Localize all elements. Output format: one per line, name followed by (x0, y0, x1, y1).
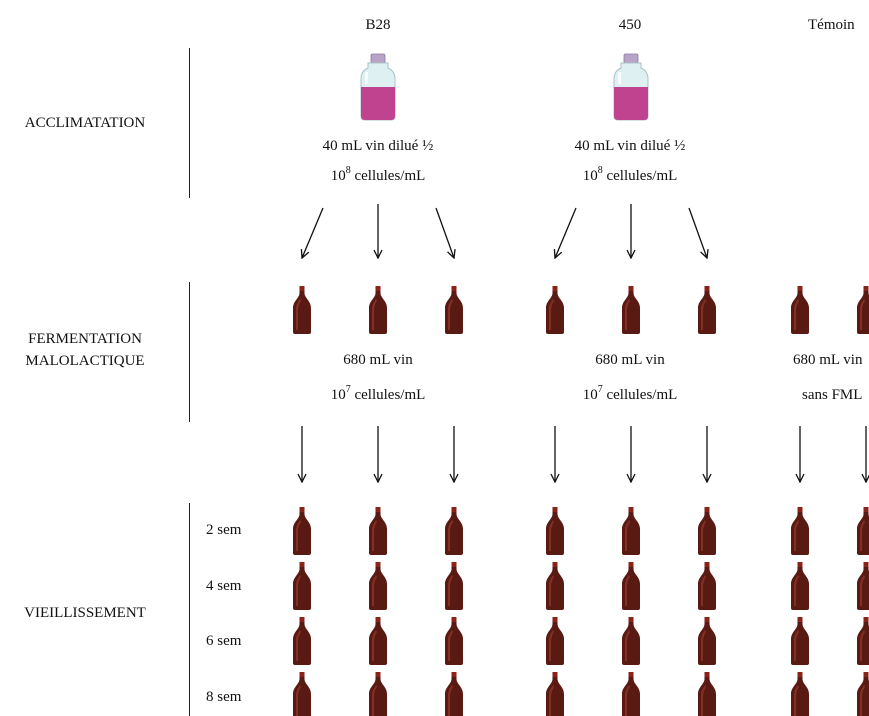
culture-flask-icon (360, 53, 396, 121)
wine-bottle-icon (445, 507, 463, 555)
wine-bottle-icon (293, 617, 311, 665)
wine-bottle-icon (857, 672, 869, 716)
fermentation-separator (189, 282, 190, 422)
conc-base: 10 (330, 168, 346, 184)
phase-label-fermentation-line2: MALOLACTIQUE (25, 353, 145, 369)
week-label-8: 8 sem (206, 689, 242, 705)
culture-flask-icon (613, 53, 649, 121)
flask-group (360, 53, 649, 121)
conc-unit: cellules/mL (350, 387, 426, 403)
acclimatation-separator (189, 48, 190, 198)
conc-exponent: 7 (345, 384, 351, 395)
arrow-icon (688, 207, 707, 258)
arrow-group (302, 204, 866, 482)
wine-bottle-icon (546, 672, 564, 716)
wine-bottle-icon (791, 286, 809, 334)
wine-bottle-icon (369, 286, 387, 334)
wine-bottle-icon (791, 507, 809, 555)
phase-label-fermentation-line1: FERMENTATION (28, 331, 142, 347)
wine-bottle-icon (369, 507, 387, 555)
wine-bottle-icon (445, 617, 463, 665)
wine-bottle-icon (293, 562, 311, 610)
bottle-group (293, 286, 869, 716)
wine-bottle-icon (445, 672, 463, 716)
column-header-temoin: Témoin (808, 17, 855, 33)
wine-bottle-icon (698, 562, 716, 610)
wine-bottle-icon (546, 286, 564, 334)
arrow-icon (435, 207, 454, 258)
wine-bottle-icon (698, 507, 716, 555)
conc-unit: cellules/mL (602, 387, 678, 403)
acclimatation-concentration-b28: 108 cellules/mL (330, 165, 426, 185)
conc-unit: cellules/mL (350, 168, 426, 184)
arrow-icon (302, 207, 324, 258)
wine-bottle-icon (546, 562, 564, 610)
fermentation-volume-temoin: 680 mL vin (793, 352, 863, 368)
wine-bottle-icon (791, 672, 809, 716)
wine-bottle-icon (791, 617, 809, 665)
conc-exponent: 8 (345, 165, 351, 176)
wine-bottle-icon (293, 507, 311, 555)
fermentation-volume-b28: 680 mL vin (343, 352, 413, 368)
wine-bottle-icon (622, 617, 640, 665)
fermentation-volume-450: 680 mL vin (595, 352, 665, 368)
wine-bottle-icon (622, 507, 640, 555)
conc-exponent: 8 (597, 165, 603, 176)
fermentation-note-temoin: sans FML (802, 387, 863, 403)
wine-bottle-icon (857, 286, 869, 334)
acclimatation-volume-450: 40 mL vin dilué ½ (574, 138, 686, 154)
vieillissement-separator (189, 503, 190, 716)
wine-bottle-icon (369, 672, 387, 716)
column-header-b28: B28 (365, 17, 391, 33)
wine-bottle-icon (293, 286, 311, 334)
fermentation-concentration-450: 107 cellules/mL (582, 384, 678, 404)
fermentation-concentration-b28: 107 cellules/mL (330, 384, 426, 404)
conc-exponent: 7 (597, 384, 603, 395)
phase-label-acclimatation: ACCLIMATATION (24, 115, 146, 131)
wine-bottle-icon (546, 507, 564, 555)
wine-bottle-icon (698, 286, 716, 334)
wine-bottle-icon (791, 562, 809, 610)
wine-bottle-icon (622, 672, 640, 716)
wine-bottle-icon (546, 617, 564, 665)
wine-bottle-icon (857, 507, 869, 555)
column-header-450: 450 (618, 17, 642, 33)
wine-bottle-icon (622, 562, 640, 610)
wine-bottle-icon (857, 617, 869, 665)
wine-bottle-icon (369, 562, 387, 610)
conc-base: 10 (330, 387, 346, 403)
conc-base: 10 (582, 168, 598, 184)
wine-bottle-icon (369, 617, 387, 665)
wine-bottle-icon (698, 672, 716, 716)
acclimatation-volume-b28: 40 mL vin dilué ½ (322, 138, 434, 154)
week-label-4: 4 sem (206, 578, 242, 594)
week-label-6: 6 sem (206, 633, 242, 649)
conc-base: 10 (582, 387, 598, 403)
phase-label-vieillissement: VIEILLISSEMENT (24, 605, 146, 621)
wine-bottle-icon (293, 672, 311, 716)
arrow-icon (555, 207, 577, 258)
conc-unit: cellules/mL (602, 168, 678, 184)
wine-bottle-icon (445, 286, 463, 334)
wine-bottle-icon (698, 617, 716, 665)
wine-bottle-icon (445, 562, 463, 610)
acclimatation-concentration-450: 108 cellules/mL (582, 165, 678, 185)
wine-bottle-icon (857, 562, 869, 610)
week-label-2: 2 sem (206, 522, 242, 538)
wine-bottle-icon (622, 286, 640, 334)
